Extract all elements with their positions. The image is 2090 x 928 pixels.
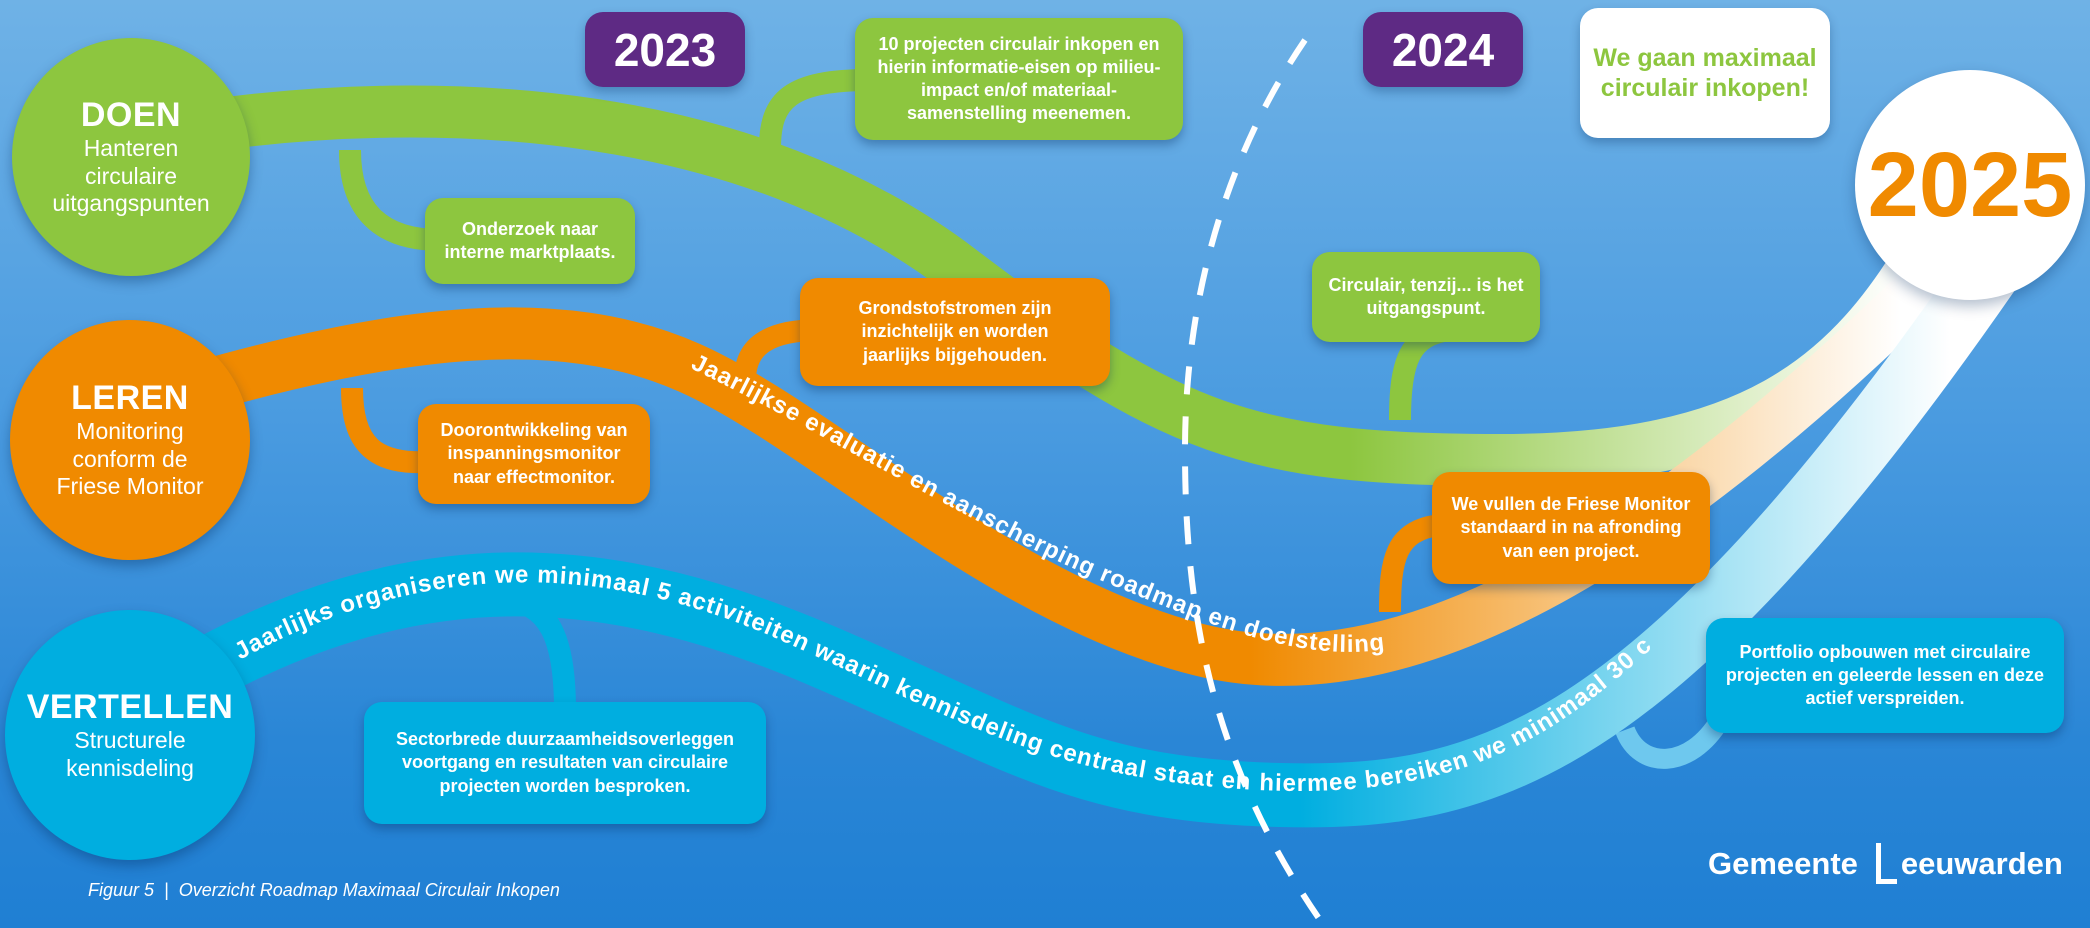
year-2025-circle: 2025 (1855, 70, 2085, 300)
goal-box: We gaan maximaal circulair inkopen! (1580, 8, 1830, 138)
gemeente-leeuwarden-logo: Gemeente eeuwarden (1708, 843, 2063, 884)
milestone-leren-1-text: Grondstofstromen zijn inzichtelijk en wo… (858, 298, 1052, 365)
figure-caption: Figuur 5 | Overzicht Roadmap Maximaal Ci… (88, 880, 560, 900)
stream-vertellen-title: VERTELLEN (26, 687, 234, 726)
milestone-leren-2-text: Doorontwikkeling van inspanningsmonitor … (440, 420, 628, 487)
stream-doen-subtitle: Hanteren circulaire uitgangspunten (52, 135, 210, 217)
milestone-vertellen-1-text: Sectorbrede duurzaamheidsoverleggen voor… (395, 729, 735, 796)
milestone-vertellen-1: Sectorbrede duurzaamheidsoverleggen voor… (364, 702, 766, 824)
milestone-vertellen-2: Portfolio opbouwen met circulaire projec… (1706, 618, 2064, 733)
milestone-leren-3-text: We vullen de Friese Monitor standaard in… (1451, 494, 1691, 561)
stream-leren-subtitle: Monitoring conform de Friese Monitor (56, 418, 204, 500)
logo-text-leeuwarden: eeuwarden (1900, 845, 2063, 881)
year-2024-tag: 2024 (1363, 12, 1523, 87)
connector-vertellen-2 (1615, 714, 1729, 769)
year-2023-tag: 2023 (585, 12, 745, 87)
logo-text-gemeente: Gemeente (1708, 845, 1858, 881)
ribbon-vertellen (138, 238, 2022, 828)
logo-l-mark-icon (1875, 843, 1897, 884)
timeline-divider (1181, 38, 1323, 922)
stream-vertellen: VERTELLEN Structurele kennisdeling (5, 610, 255, 860)
milestone-doen-2: Onderzoek naar interne marktplaats. (425, 198, 635, 284)
milestone-doen-3-text: Circulair, tenzij... is het uitgangspunt… (1328, 274, 1524, 318)
milestone-doen-1: 10 projecten circulair inkopen en hierin… (855, 18, 1183, 140)
connector-doen-2 (339, 149, 441, 251)
stream-vertellen-subtitle: Structurele kennisdeling (66, 726, 194, 781)
milestone-doen-1-text: 10 projecten circulair inkopen en hierin… (877, 33, 1161, 124)
stream-leren-title: LEREN (71, 379, 189, 418)
connector-doen-3 (1389, 319, 1452, 421)
milestone-leren-2: Doorontwikkeling van inspanningsmonitor … (418, 404, 650, 504)
connector-doen-1 (759, 69, 871, 149)
milestone-doen-3: Circulair, tenzij... is het uitgangspunt… (1312, 252, 1540, 342)
connector-leren-2 (341, 387, 431, 474)
milestone-doen-2-text: Onderzoek naar interne marktplaats. (444, 218, 616, 262)
milestone-leren-1: Grondstofstromen zijn inzichtelijk en wo… (800, 278, 1110, 386)
stream-doen-title: DOEN (80, 96, 182, 135)
milestone-vertellen-2-text: Portfolio opbouwen met circulaire projec… (1725, 641, 2045, 709)
milestone-leren-3: We vullen de Friese Monitor standaard in… (1432, 472, 1710, 584)
connector-leren-3 (1379, 514, 1442, 613)
stream-leren: LEREN Monitoring conform de Friese Monit… (10, 320, 250, 560)
stream-doen: DOEN Hanteren circulaire uitgangspunten (12, 38, 250, 276)
